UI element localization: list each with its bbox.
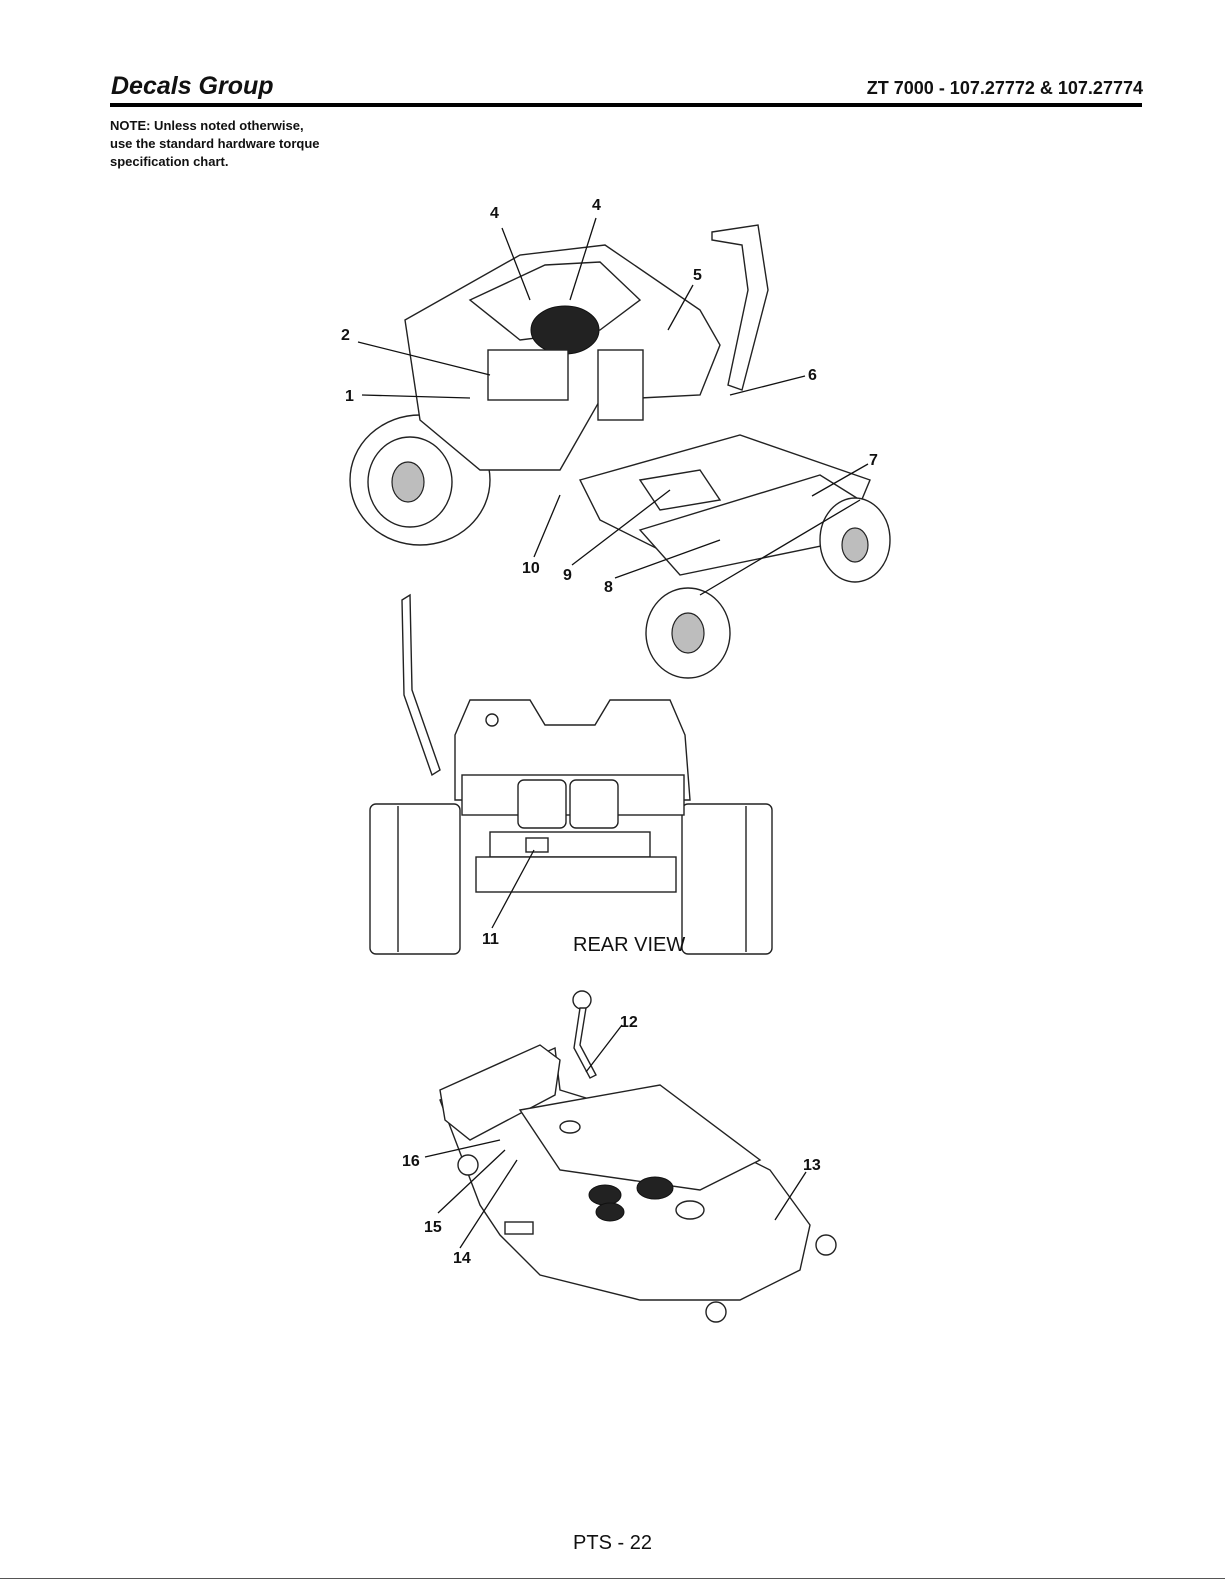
deck-bracket (505, 1222, 533, 1234)
callout-7: 7 (869, 452, 878, 469)
callout-9: 9 (563, 567, 572, 584)
rear-bumper (476, 857, 676, 892)
hub-center (392, 462, 424, 502)
pulley-left (589, 1185, 621, 1205)
rear-plate (490, 832, 650, 857)
page-number: PTS - 22 (0, 1532, 1225, 1555)
leader-line (586, 1025, 622, 1072)
rear-view-label: REAR VIEW (573, 934, 685, 956)
fuel-cap (486, 714, 498, 726)
callout-4a: 4 (490, 205, 499, 222)
callout-5: 5 (693, 267, 702, 284)
control-panel (598, 350, 643, 420)
callout-1: 1 (345, 388, 354, 405)
callout-10: 10 (522, 560, 540, 577)
callout-11: 11 (482, 931, 499, 948)
caster-hub (842, 528, 868, 562)
deck-wheel (458, 1155, 478, 1175)
pulley-center (637, 1177, 673, 1199)
callout-14: 14 (453, 1250, 471, 1267)
rear-tire-right (682, 804, 772, 954)
steering-lever (712, 225, 768, 390)
deck-wheel (816, 1235, 836, 1255)
rear-decal-label (526, 838, 548, 852)
deck-spindle-cap (560, 1121, 580, 1133)
pulley-right (676, 1201, 704, 1219)
lift-handle (574, 1008, 596, 1078)
caster-hub (672, 613, 704, 653)
rear-tire-left (370, 804, 460, 954)
callout-16: 16 (402, 1153, 420, 1170)
deck-wheel (706, 1302, 726, 1322)
callout-13: 13 (803, 1157, 821, 1174)
dash-panel (488, 350, 568, 400)
callout-4b: 4 (592, 197, 601, 214)
callout-15: 15 (424, 1219, 442, 1236)
bottom-rule (0, 1578, 1225, 1579)
rear-decal-right (570, 780, 618, 828)
handle-knob (573, 991, 591, 1009)
leader-line (534, 495, 560, 557)
mower-deck-view: 12 13 16 15 14 (402, 991, 836, 1322)
callout-6: 6 (808, 367, 817, 384)
callout-8: 8 (604, 579, 613, 596)
engine-air-screen (531, 306, 599, 354)
callout-12: 12 (620, 1014, 638, 1031)
steering-lever-rear (402, 595, 440, 775)
callout-2: 2 (341, 327, 350, 344)
mower-isometric-view: 4 4 5 2 1 6 7 10 9 8 (341, 197, 890, 678)
pulley-idler (596, 1203, 624, 1221)
rear-decal-left (518, 780, 566, 828)
